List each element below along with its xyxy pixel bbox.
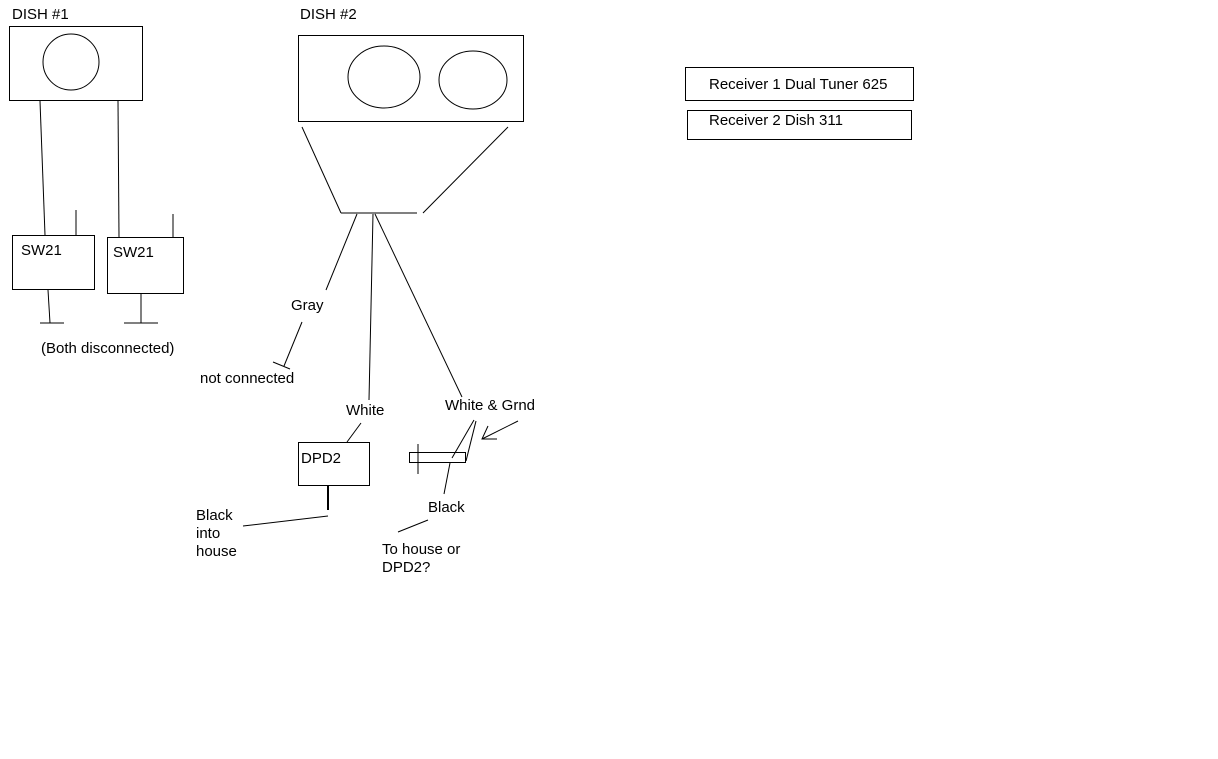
white-grnd-lead-2 (465, 420, 477, 462)
gray-cable-terminator (272, 361, 291, 370)
dpd2-box (298, 442, 370, 486)
connector-to-black (443, 462, 451, 495)
dish2-arm-right (422, 126, 509, 214)
to-house-label: To house or DPD2? (382, 541, 460, 577)
gray-cable-upper (325, 213, 358, 291)
white-grnd-cable (374, 213, 463, 398)
to-house-line-2: DPD2? (382, 559, 431, 576)
dish1-title: DISH #1 (12, 6, 69, 23)
receiver-2-label: Receiver 2 Dish 311 (709, 112, 843, 129)
dish1-box (9, 26, 143, 101)
arrow-shaft (481, 420, 519, 440)
dish2-box (298, 35, 524, 122)
to-house-line-1: To house or (382, 541, 461, 558)
sw21-label-2: SW21 (113, 244, 154, 261)
black-to-house-line (397, 519, 429, 533)
black-label: Black (428, 499, 465, 516)
sw21-label-1: SW21 (21, 242, 62, 259)
white-cable (368, 213, 374, 401)
sw21-1-output (47, 289, 51, 324)
receiver-1-label: Receiver 1 Dual Tuner 625 (709, 76, 888, 93)
black-into-house-line-1: Black (196, 507, 233, 524)
both-disconnected-label: (Both disconnected) (41, 340, 175, 357)
dish1-cable-left (39, 100, 46, 236)
black-into-house-label: Black into house (196, 507, 237, 561)
white-grnd-lead-1 (451, 419, 475, 459)
receiver-2-box (687, 110, 912, 140)
sw21-box-2 (107, 237, 184, 294)
dish1-reflector (42, 33, 100, 91)
not-connected-label: not connected (200, 370, 295, 387)
white-grnd-label: White & Grnd (445, 397, 536, 414)
dish2-arm-left (301, 126, 342, 214)
black-into-house-line-3: house (196, 543, 237, 560)
connector-body (409, 452, 466, 463)
dish2-reflector-left (347, 45, 421, 109)
receiver-1-box (685, 67, 914, 101)
dish1-cable-right (117, 100, 120, 238)
black-into-house-line (242, 515, 329, 527)
white-label: White (346, 402, 385, 419)
black-into-house-line-2: into (196, 525, 221, 542)
arrow-head (481, 425, 497, 440)
white-cable-to-dpd2 (346, 422, 362, 443)
dpd2-label: DPD2 (301, 450, 342, 467)
dish2-reflector-right (438, 50, 508, 110)
sw21-box-1 (12, 235, 95, 290)
gray-cable-lower (283, 321, 303, 367)
dish2-title: DISH #2 (300, 6, 357, 23)
gray-label: Gray (291, 297, 324, 314)
